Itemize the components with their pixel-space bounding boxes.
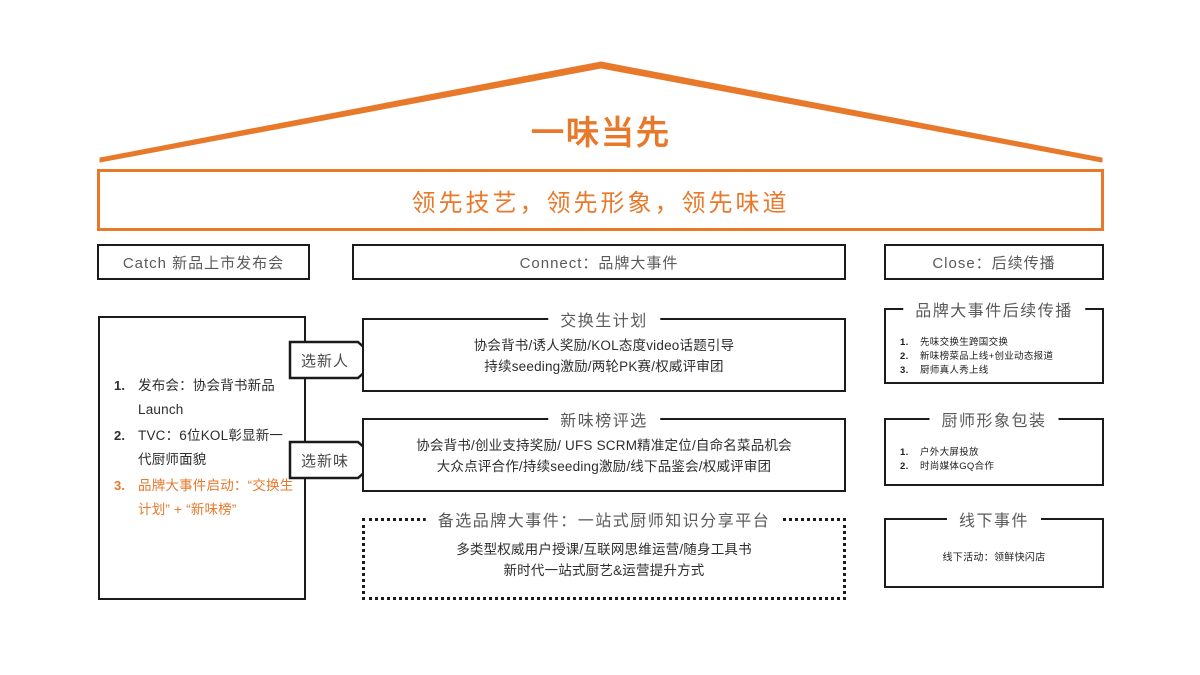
box-brand-event-followup[interactable]: 品牌大事件后续传播 1. 先味交换生跨国交换 2. 新味榜菜品上线+创业动态报道… [884, 297, 1104, 384]
list-item-number: 2. [900, 351, 909, 362]
chevron-label: 选新人 [300, 352, 349, 370]
list-item-text: 发布会：协会背书新品Launch [138, 378, 275, 417]
roof-triangle-icon [99, 61, 1103, 163]
list-item-text: 品牌大事件启动：“交换生计划” + “新味榜” [138, 478, 294, 517]
list-item: 1. 先味交换生跨国交换 [898, 336, 1096, 350]
list-item: 2. 新味榜菜品上线+创业动态报道 [898, 350, 1096, 364]
box-body: 多类型权威用户授课/互联网思维运营/随身工具书 新时代一站式厨艺&运营提升方式 [362, 539, 846, 581]
list-item-number: 1. [900, 337, 909, 348]
catch-detail-list: 1. 发布会：协会背书新品Launch 2. TVC：6位KOL彰显新一代厨师面… [114, 374, 296, 524]
box-title: 备选品牌大事件：一站式厨师知识分享平台 [425, 507, 783, 531]
list-item: 2. 时尚媒体GQ合作 [898, 460, 1096, 474]
slogan-text: 领先技艺，领先形象，领先味道 [411, 189, 790, 217]
box-body: 协会背书/创业支持奖励/ UFS SCRM精准定位/自命名菜品机会 大众点评合作… [362, 435, 846, 477]
list-item: 1. 发布会：协会背书新品Launch [114, 374, 296, 422]
chevron-label: 选新味 [300, 452, 349, 470]
box-new-taste-ranking[interactable]: 新味榜评选 协会背书/创业支持奖励/ UFS SCRM精准定位/自命名菜品机会 … [362, 407, 846, 492]
list-item: 3. 品牌大事件启动：“交换生计划” + “新味榜” [114, 474, 296, 522]
chevron-callout-select-new-taste[interactable]: 选新味 [288, 440, 380, 480]
roof-title: 一味当先 [531, 114, 671, 151]
box-body-line: 线下活动：领鲜快闪店 [942, 552, 1046, 564]
box-title: 厨师形象包装 [929, 407, 1059, 431]
box-offline-event[interactable]: 线下事件 线下活动：领鲜快闪店 [884, 507, 1104, 588]
header-close[interactable]: Close：后续传播 [884, 244, 1104, 280]
box-body-line: 多类型权威用户授课/互联网思维运营/随身工具书 [456, 541, 752, 557]
list-item-number: 2. [114, 428, 126, 443]
box-title: 品牌大事件后续传播 [903, 297, 1085, 321]
list-item-text: 户外大屏投放 [920, 447, 979, 458]
list-item: 1. 户外大屏投放 [898, 446, 1096, 460]
box-list: 1. 户外大屏投放 2. 时尚媒体GQ合作 [898, 446, 1096, 474]
list-item-text: TVC：6位KOL彰显新一代厨师面貌 [138, 428, 284, 467]
box-body-line: 大众点评合作/持续seeding激励/线下品鉴会/权威评审团 [436, 458, 772, 474]
box-title: 线下事件 [946, 507, 1042, 531]
slogan-bar: 领先技艺，领先形象，领先味道 [97, 169, 1104, 231]
list-item-number: 1. [900, 447, 909, 458]
list-item-text: 新味榜菜品上线+创业动态报道 [920, 351, 1054, 362]
list-item-number: 1. [114, 378, 126, 393]
list-item-number: 2. [900, 461, 909, 472]
box-body-line: 协会背书/创业支持奖励/ UFS SCRM精准定位/自命名菜品机会 [416, 437, 792, 453]
box-body-line: 协会背书/诱人奖励/KOL态度video话题引导 [473, 337, 735, 353]
header-connect[interactable]: Connect：品牌大事件 [352, 244, 846, 280]
roof-shape: 一味当先 [96, 58, 1106, 164]
box-list: 1. 先味交换生跨国交换 2. 新味榜菜品上线+创业动态报道 3. 厨师真人秀上… [898, 336, 1096, 378]
list-item: 2. TVC：6位KOL彰显新一代厨师面貌 [114, 424, 296, 472]
box-body-line: 新时代一站式厨艺&运营提升方式 [503, 562, 705, 578]
box-exchange-program[interactable]: 交换生计划 协会背书/诱人奖励/KOL态度video话题引导 持续seeding… [362, 307, 846, 392]
list-item-text: 时尚媒体GQ合作 [920, 461, 995, 472]
header-catch[interactable]: Catch 新品上市发布会 [97, 244, 310, 280]
catch-detail-panel: 1. 发布会：协会背书新品Launch 2. TVC：6位KOL彰显新一代厨师面… [98, 316, 306, 600]
list-item-text: 先味交换生跨国交换 [920, 337, 1009, 348]
box-chef-image-packaging[interactable]: 厨师形象包装 1. 户外大屏投放 2. 时尚媒体GQ合作 [884, 407, 1104, 486]
box-body-line: 持续seeding激励/两轮PK赛/权威评审团 [484, 358, 724, 374]
box-title: 交换生计划 [548, 307, 660, 331]
list-item: 3. 厨师真人秀上线 [898, 364, 1096, 378]
list-item-number: 3. [900, 365, 909, 376]
box-title: 新味榜评选 [548, 407, 660, 431]
box-backup-brand-event[interactable]: 备选品牌大事件：一站式厨师知识分享平台 多类型权威用户授课/互联网思维运营/随身… [362, 507, 846, 600]
list-item-text: 厨师真人秀上线 [920, 365, 989, 376]
list-item-number: 3. [114, 478, 126, 493]
box-body: 协会背书/诱人奖励/KOL态度video话题引导 持续seeding激励/两轮P… [362, 335, 846, 377]
